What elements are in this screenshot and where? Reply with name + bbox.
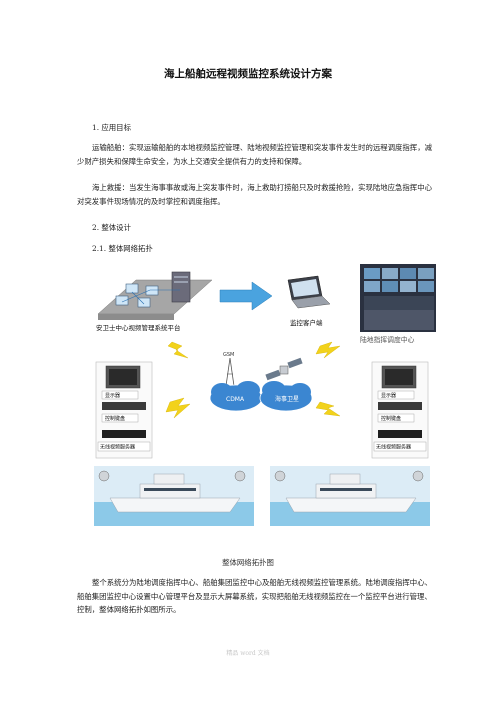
wireless-signal-icon [315,401,341,417]
right-arrow-icon [219,281,273,311]
left-ship-photo [94,466,254,526]
satellite-label: 海事卫星 [275,395,299,403]
left-keyboard-label: 控制键盘 [105,415,125,422]
platform-label: 安卫士中心视频管理系统平台 [96,323,181,332]
command-center-photo [360,264,436,332]
section-1-paragraph-2: 海上救援：当发生海事事故或海上突发事件时，海上救助打捞船只及时救援抢险，实现陆地… [77,183,432,206]
platform-workstations [97,271,213,320]
right-keyboard-label: 控制键盘 [381,415,401,422]
laptop-icon [287,275,331,309]
section-2-heading: 2. 整体设计 [92,223,131,232]
satellite-cloud [259,381,313,412]
cdma-cloud [209,381,263,412]
satellite-icon [265,357,303,381]
figure-caption: 整体网络拓扑图 [222,558,274,567]
gsm-label: GSM [223,352,234,358]
wireless-signal-icon [315,341,341,359]
client-label: 监控客户端 [290,318,323,327]
section-2-paragraph-1: 整个系统分为陆地调度指挥中心、船舶集团监控中心及船舶无线视频监控管理系统。陆地调… [77,578,432,614]
left-monitor-label: 显示器 [105,393,120,399]
right-server-label: 无线视频服务器 [376,444,411,451]
right-monitor-label: 显示器 [381,393,396,399]
footer-watermark: 精品 word 文档 [226,650,270,657]
right-ship-photo [270,466,430,526]
left-server-label: 无线视频服务器 [100,444,135,451]
command-center-label: 陆地指挥调度中心 [360,335,415,344]
section-1-heading: 1. 应用目标 [92,123,131,132]
wireless-signal-icon [167,341,189,359]
cdma-label: CDMA [226,396,245,403]
network-topology-figure: 安卫士中心视频管理系统平台 监控客户端 陆地指挥调度中心 GSM [90,262,436,530]
wireless-signal-icon [165,397,191,419]
section-2-1-heading: 2.1. 整体网络拓扑 [92,244,153,253]
cell-tower-icon [225,357,235,387]
section-1-paragraph-1: 运输船舶：实现运输船舶的本地视频监控管理、陆地视频监控管理和突发事件发生时的远程… [77,143,432,166]
document-title: 海上船舶远程视频监控系统设计方案 [164,68,332,80]
